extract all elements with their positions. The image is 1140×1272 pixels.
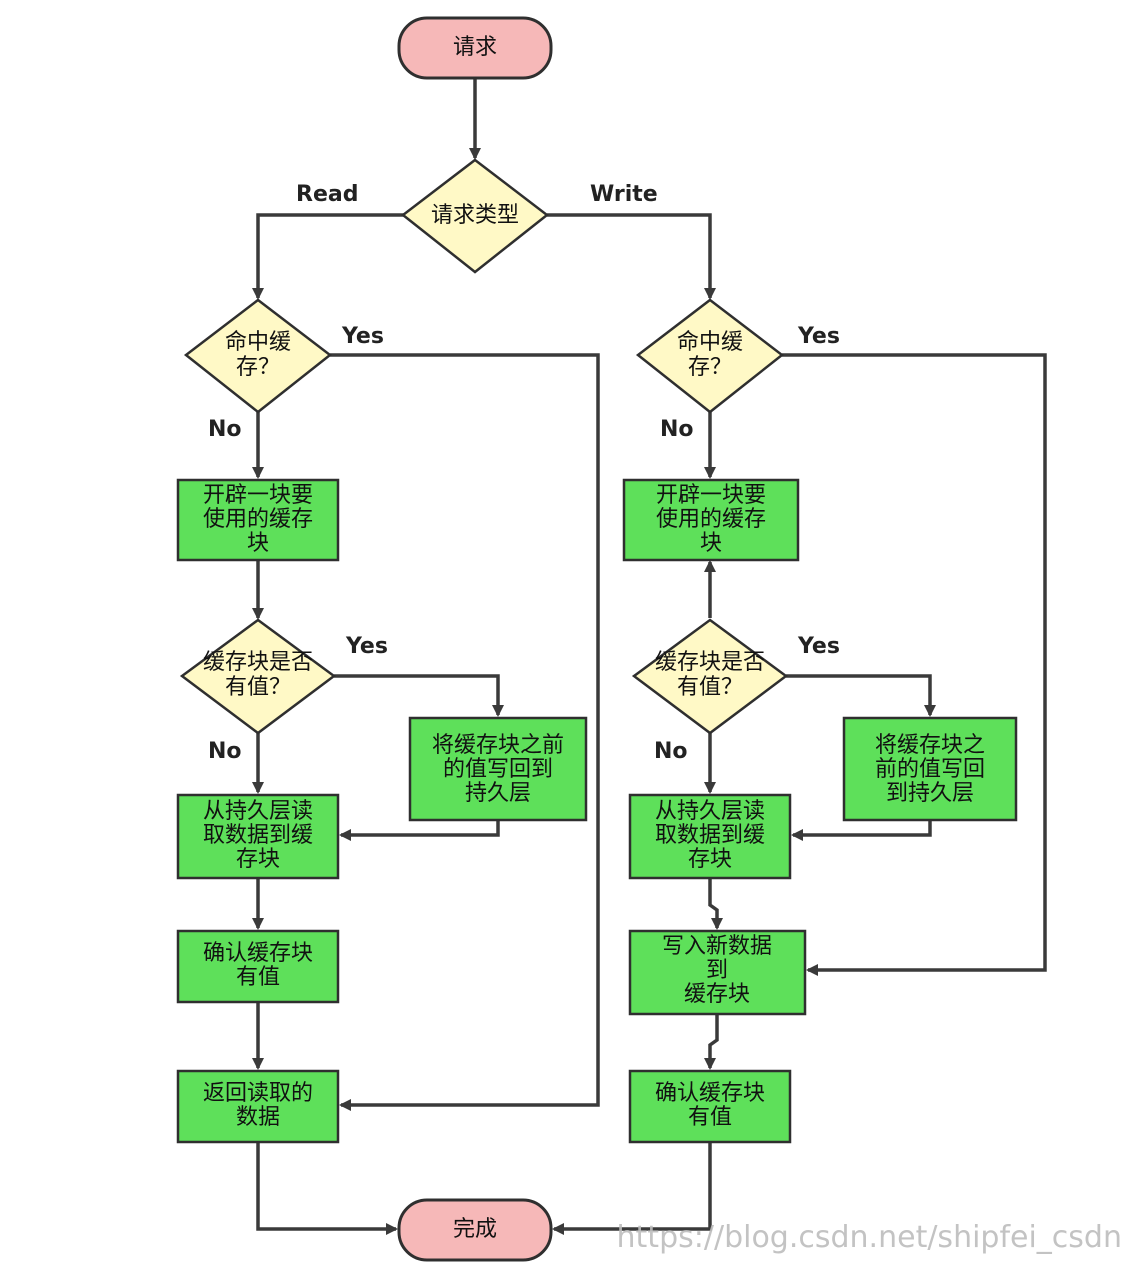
connectors (252, 78, 1047, 1235)
read-hit-decision: 命中缓 存？ (183, 298, 333, 414)
edge-read-writeback-to-load (339, 820, 500, 841)
read-alloc-line-3: 块 (247, 531, 269, 556)
edge-write-writeback-to-load (791, 820, 932, 841)
write-confirm-box: 确认缓存块 有值 (628, 1069, 792, 1144)
label-read-check-yes: Yes (345, 634, 388, 659)
write-writeback-line-1: 将缓存块之 (875, 733, 985, 758)
edge-write-new-to-confirm (704, 1014, 719, 1070)
edge-write-load-to-new (708, 878, 723, 930)
label-write-hit-no: No (660, 417, 694, 442)
edge-type-read (252, 213, 405, 300)
read-writeback-line-3: 持久层 (465, 781, 531, 806)
request-type-label: 请求类型 (431, 203, 519, 228)
read-return-line-2: 数据 (236, 1105, 280, 1130)
read-confirm-box: 确认缓存块 有值 (176, 929, 340, 1004)
read-writeback-line-2: 的值写回到 (443, 757, 553, 782)
write-new-line-1: 写入新数据 (662, 934, 772, 959)
write-has-value-line-1: 缓存块是否 (655, 650, 765, 675)
watermark-text: https://blog.csdn.net/shipfei_csdn (617, 1220, 1122, 1255)
write-alloc-line-1: 开辟一块要 (656, 483, 766, 508)
edge-labels: Read Write Yes No Yes No Yes No Yes No (208, 182, 840, 764)
write-new-line-3: 缓存块 (684, 982, 750, 1007)
read-has-value-decision: 缓存块是否 有值？ (179, 618, 337, 735)
write-has-value-line-2: 有值？ (677, 675, 743, 700)
write-load-box: 从持久层读 取数据到缓 存块 (628, 793, 792, 880)
label-read-hit-yes: Yes (341, 324, 384, 349)
edge-read-return-to-end (256, 1142, 398, 1235)
write-alloc-line-3: 块 (700, 531, 722, 556)
start-node: 请求 (397, 16, 553, 80)
read-load-line-2: 取数据到缓 (203, 823, 313, 848)
write-has-value-decision: 缓存块是否 有值？ (631, 618, 789, 735)
read-alloc-line-1: 开辟一块要 (203, 483, 313, 508)
label-write-check-no: No (654, 739, 688, 764)
read-alloc-line-2: 使用的缓存 (203, 507, 313, 532)
end-node: 完成 (397, 1198, 553, 1262)
read-writeback-box: 将缓存块之前 的值写回到 持久层 (408, 716, 588, 822)
read-load-line-1: 从持久层读 (203, 799, 313, 824)
read-confirm-line-1: 确认缓存块 (203, 941, 313, 966)
request-type-decision: 请求类型 (400, 158, 550, 274)
write-confirm-line-1: 确认缓存块 (655, 1081, 765, 1106)
write-hit-line-1: 命中缓 (677, 330, 743, 355)
label-write: Write (590, 182, 658, 207)
label-read-hit-no: No (208, 417, 242, 442)
label-read-check-no: No (208, 739, 242, 764)
read-hit-line-2: 存？ (236, 355, 280, 380)
read-confirm-line-2: 有值 (236, 965, 280, 990)
edge-read-check-yes (334, 674, 504, 717)
edge-write-hit-yes (782, 353, 1047, 976)
read-load-line-3: 存块 (236, 847, 280, 872)
edge-write-check-yes (786, 674, 936, 717)
write-load-line-2: 取数据到缓 (655, 823, 765, 848)
read-alloc-box: 开辟一块要 使用的缓存 块 (176, 478, 340, 562)
write-writeback-line-3: 到持久层 (886, 781, 974, 806)
write-writeback-line-2: 前的值写回 (875, 757, 985, 782)
read-writeback-line-1: 将缓存块之前 (432, 733, 564, 758)
edge-write-confirm-to-end (552, 1142, 712, 1235)
read-has-value-line-2: 有值？ (225, 675, 291, 700)
read-has-value-line-1: 缓存块是否 (203, 650, 313, 675)
edge-read-hit-yes (330, 353, 600, 1111)
write-writeback-box: 将缓存块之 前的值写回 到持久层 (842, 716, 1018, 822)
read-return-line-1: 返回读取的 (203, 1081, 313, 1106)
label-write-hit-yes: Yes (797, 324, 840, 349)
end-label: 完成 (453, 1217, 497, 1242)
write-new-line-2: 到 (706, 958, 728, 983)
write-load-line-1: 从持久层读 (655, 799, 765, 824)
edge-type-write (547, 213, 716, 300)
write-alloc-box: 开辟一块要 使用的缓存 块 (622, 478, 800, 562)
label-write-check-yes: Yes (797, 634, 840, 659)
read-hit-line-1: 命中缓 (225, 330, 291, 355)
write-hit-decision: 命中缓 存？ (635, 298, 785, 414)
write-alloc-line-2: 使用的缓存 (656, 507, 766, 532)
read-load-box: 从持久层读 取数据到缓 存块 (176, 793, 340, 880)
write-new-box: 写入新数据 到 缓存块 (628, 929, 807, 1016)
write-confirm-line-2: 有值 (688, 1105, 732, 1130)
label-read: Read (296, 182, 358, 207)
write-hit-line-2: 存？ (688, 355, 732, 380)
write-load-line-3: 存块 (688, 847, 732, 872)
start-label: 请求 (453, 35, 497, 60)
read-return-box: 返回读取的 数据 (176, 1069, 340, 1144)
